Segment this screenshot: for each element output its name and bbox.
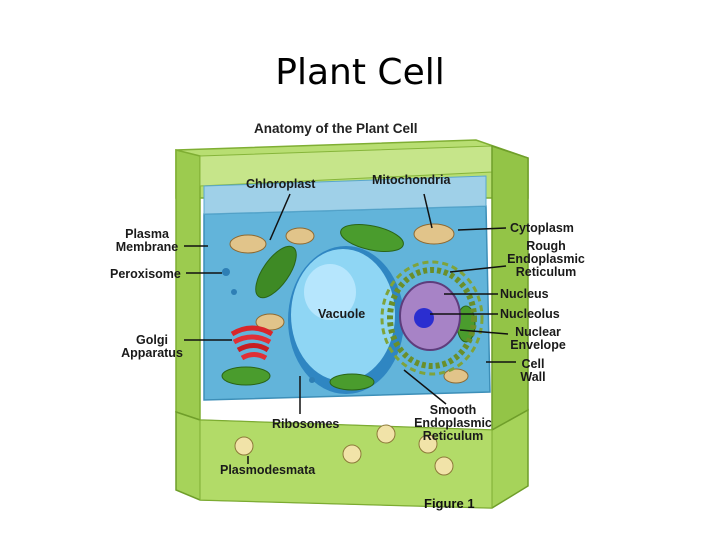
label-nucleolus: Nucleolus xyxy=(500,307,560,321)
endoplasmic-reticulum xyxy=(380,260,484,376)
figure-caption: Figure 1 xyxy=(424,496,475,511)
slide-title: Plant Cell xyxy=(275,52,445,93)
chloroplast xyxy=(221,224,476,391)
label-cytoplasm: Cytoplasm xyxy=(510,221,574,235)
label-mitochondria: Mitochondria xyxy=(372,173,451,187)
label-nucleus: Nucleus xyxy=(500,287,549,301)
label-peroxisome: Peroxisome xyxy=(110,267,181,281)
nucleolus xyxy=(414,308,434,328)
label-plasmodesmata: Plasmodesmata xyxy=(220,463,316,477)
vacuole xyxy=(288,246,404,394)
label-chloroplast: Chloroplast xyxy=(246,177,316,191)
leader-lines xyxy=(184,193,516,464)
golgi-apparatus xyxy=(230,325,274,361)
plasmodesmata xyxy=(234,424,454,476)
cell-wall xyxy=(175,139,529,509)
nucleus xyxy=(399,281,461,351)
label-vacuole: Vacuole xyxy=(318,307,366,321)
figure-title: Anatomy of the Plant Cell xyxy=(254,121,418,136)
label-ribosomes: Ribosomes xyxy=(272,417,340,431)
peroxisome xyxy=(222,268,315,383)
mitochondria xyxy=(229,223,469,384)
